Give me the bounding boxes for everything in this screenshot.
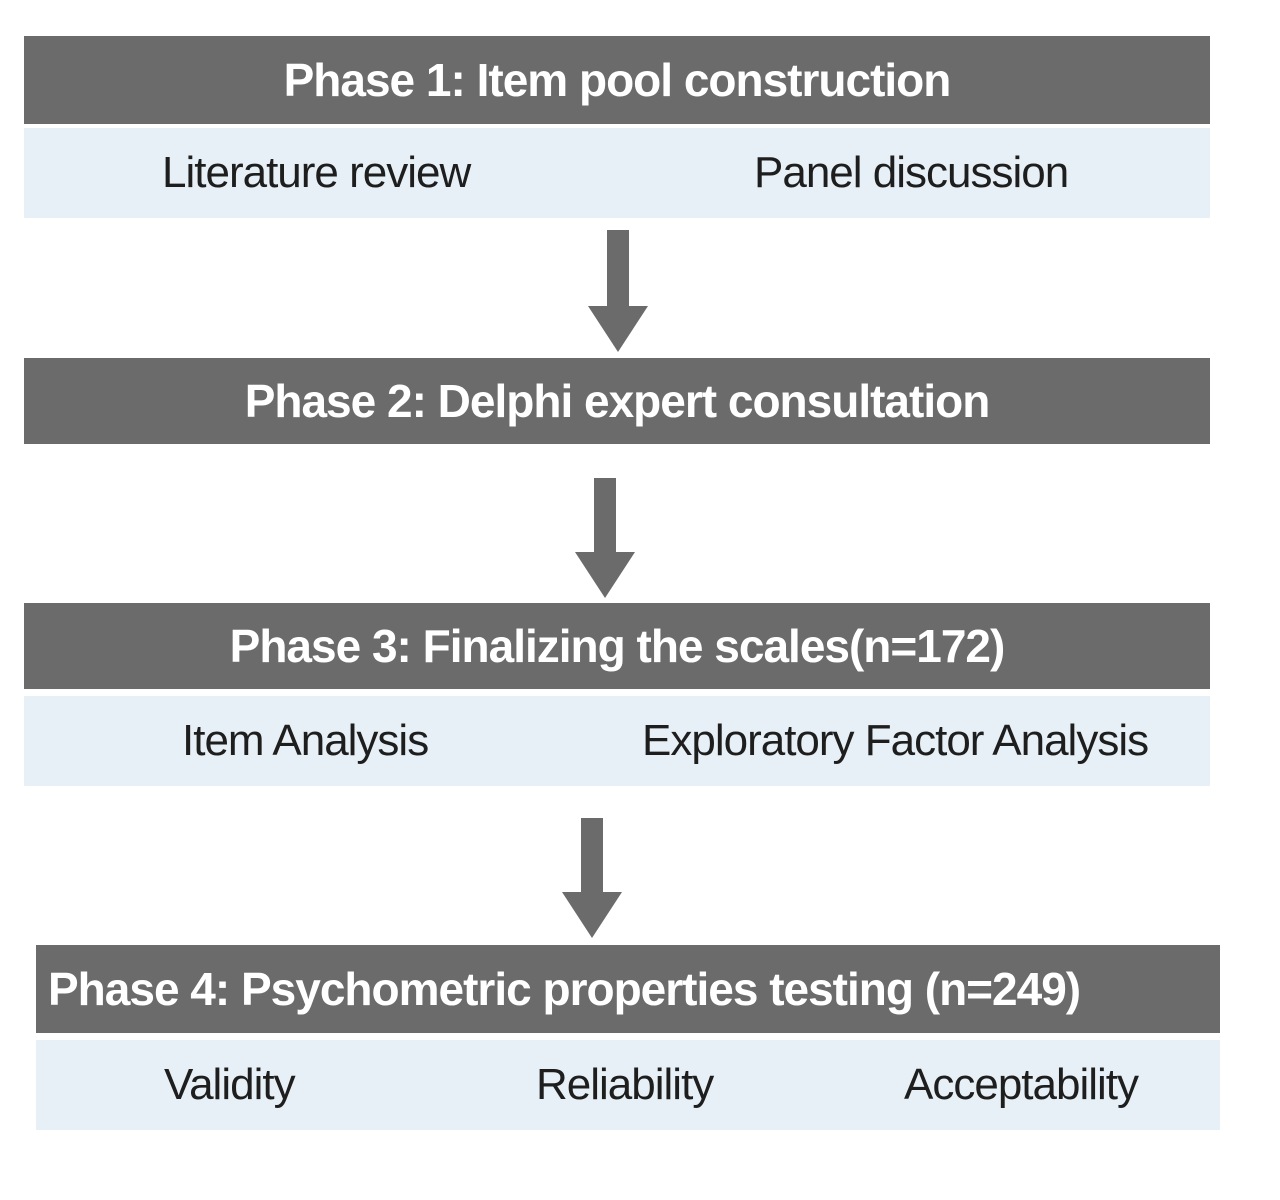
step-literature-review: Literature review — [162, 148, 471, 197]
phase-1-title: Phase 1: Item pool construction — [283, 54, 952, 106]
phase-4-header: Phase 4: Psychometric properties testing… — [36, 945, 1220, 1033]
arrow-down-icon — [575, 478, 635, 598]
phase-3-header: Phase 3: Finalizing the scales(n=172) — [24, 603, 1210, 689]
phase-3-title: Phase 3: Finalizing the scales(n=172) — [229, 620, 1006, 672]
phase-4-title: Phase 4: Psychometric properties testing… — [48, 963, 1081, 1015]
step-validity: Validity — [164, 1060, 296, 1109]
phase-2-header: Phase 2: Delphi expert consultation — [24, 358, 1210, 444]
phase-3-steps: Item Analysis Exploratory Factor Analysi… — [24, 696, 1210, 786]
step-reliability: Reliability — [536, 1060, 714, 1109]
step-exploratory-factor-analysis: Exploratory Factor Analysis — [642, 716, 1149, 765]
phase-1-steps: Literature review Panel discussion — [24, 128, 1210, 218]
step-acceptability: Acceptability — [904, 1060, 1139, 1109]
step-panel-discussion: Panel discussion — [754, 148, 1069, 197]
phase-1-header: Phase 1: Item pool construction — [24, 36, 1210, 124]
arrow-down-icon — [562, 818, 622, 938]
phase-4-steps: Validity Reliability Acceptability — [36, 1040, 1220, 1130]
phase-2-title: Phase 2: Delphi expert consultation — [244, 375, 991, 427]
step-item-analysis: Item Analysis — [182, 716, 429, 765]
arrow-down-icon — [588, 230, 648, 352]
